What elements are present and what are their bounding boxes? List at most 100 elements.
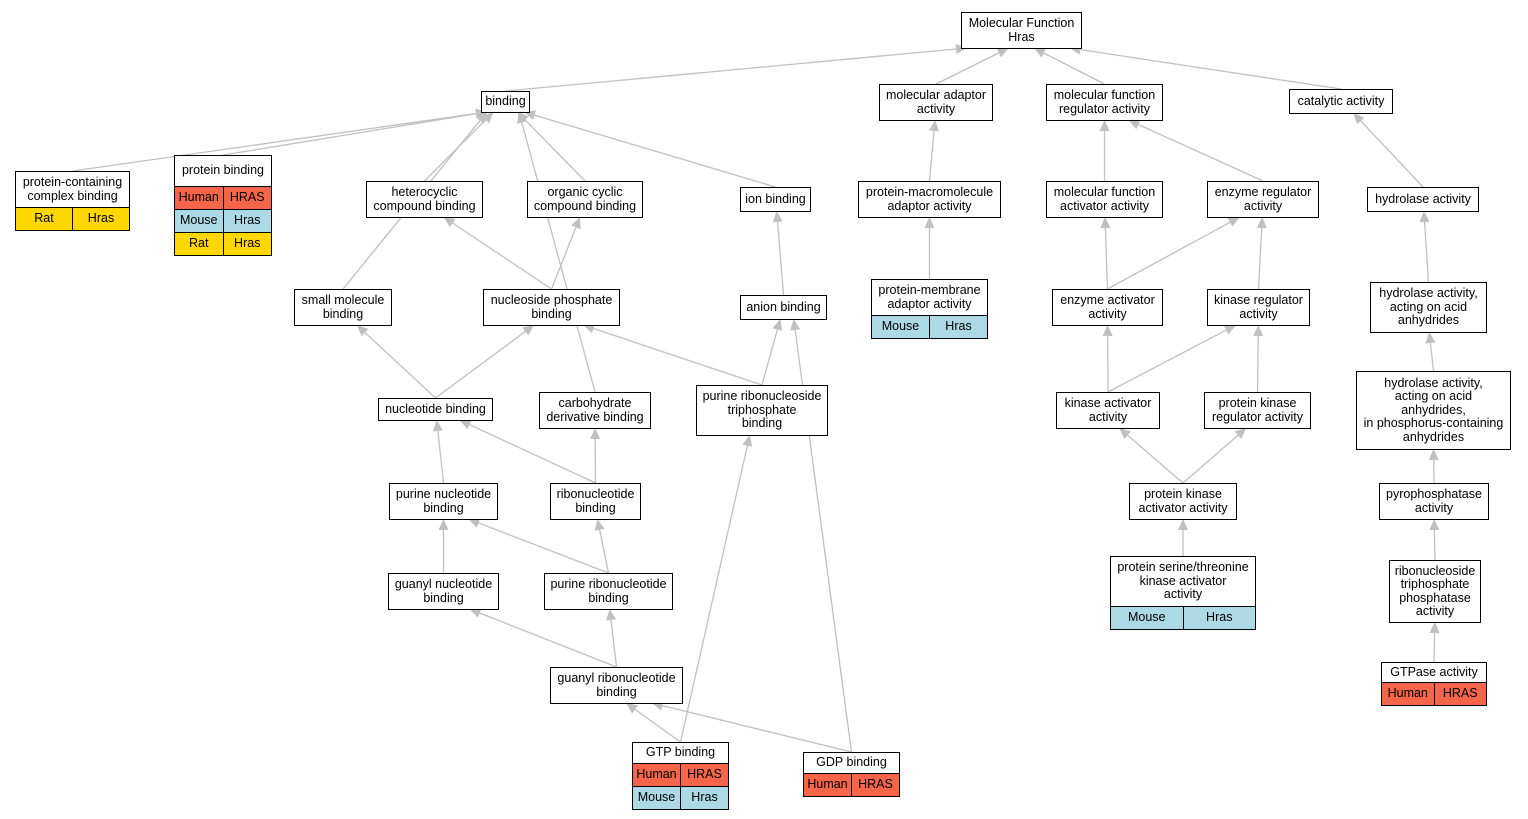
go-term-label: catalytic activity: [1297, 93, 1385, 108]
edge-arrowhead: [1425, 332, 1436, 344]
go-term-node-kinase-act[interactable]: kinase activator activity: [1056, 392, 1160, 429]
go-term-node-hydrolase[interactable]: hydrolase activity: [1367, 187, 1479, 212]
edge-line-ribonucleotide-to-nucleotide: [469, 424, 596, 484]
go-term-node-heterocyclic[interactable]: heterocyclic compound binding: [366, 181, 483, 218]
go-term-node-ser-thr[interactable]: protein serine/threonine kinase activato…: [1110, 556, 1256, 630]
edge-line-kinase-reg-to-enzyme-reg: [1257, 227, 1263, 290]
go-term-node-mf-hras[interactable]: Molecular Function Hras: [961, 12, 1082, 49]
go-term-node-mf-activator[interactable]: molecular function activator activity: [1046, 181, 1163, 218]
go-term-label: GDP binding: [816, 755, 887, 770]
go-term-node-enzyme-reg[interactable]: enzyme regulator activity: [1207, 181, 1319, 218]
go-term-label: kinase activator activity: [1064, 396, 1152, 424]
edge-line-carb-deriv-to-binding: [521, 122, 596, 393]
go-term-label: molecular adaptor activity: [885, 88, 987, 116]
go-term-node-hydro-phos[interactable]: hydrolase activity, acting on acid anhyd…: [1356, 371, 1511, 450]
edge-arrowhead: [1102, 325, 1113, 337]
go-term-node-purine-nt[interactable]: purine nucleotide binding: [389, 483, 498, 520]
go-term-node-guanyl-nt[interactable]: guanyl nucleotide binding: [388, 573, 499, 610]
go-term-label: protein kinase regulator activity: [1211, 396, 1303, 424]
gene-symbol-cell: Hras: [72, 208, 129, 230]
go-term-label: ribonucleotide binding: [556, 487, 635, 515]
gene-symbol-cell: HRAS: [851, 774, 899, 796]
go-term-label: nucleotide binding: [385, 401, 486, 416]
edge-line-mol-adaptor-to-mf-hras: [935, 52, 1000, 85]
go-term-node-ribonucleotide[interactable]: ribonucleotide binding: [550, 483, 641, 520]
go-term-node-mol-adaptor[interactable]: molecular adaptor activity: [879, 84, 993, 121]
go-term-node-hydro-acid[interactable]: hydrolase activity, acting on acid anhyd…: [1370, 282, 1487, 333]
go-term-node-catalytic[interactable]: catalytic activity: [1289, 89, 1393, 114]
go-term-node-purine-rnstp[interactable]: purine ribonucleoside triphosphate bindi…: [696, 385, 828, 436]
edge-line-gdp-to-guanyl-rnt: [662, 704, 852, 753]
edge-arrowhead: [1119, 428, 1131, 439]
go-term-label: ion binding: [745, 191, 806, 206]
go-term-node-purine-rnt[interactable]: purine ribonucleotide binding: [544, 573, 673, 610]
go-term-node-mf-regulator[interactable]: molecular function regulator activity: [1046, 84, 1163, 121]
go-term-label: enzyme regulator activity: [1214, 185, 1312, 213]
go-term-node-nucleotide[interactable]: nucleotide binding: [378, 398, 493, 421]
go-term-node-organic-cyclic[interactable]: organic cyclic compound binding: [527, 181, 643, 218]
edge-line-enzyme-reg-to-mf-regulator: [1138, 123, 1264, 182]
edge-line-anion-to-ion-binding: [776, 221, 785, 296]
go-term-node-prot-macro[interactable]: protein-macromolecule adaptor activity: [858, 181, 1001, 218]
edge-line-nucleotide-to-small-mol: [364, 332, 436, 399]
go-term-node-guanyl-rnt[interactable]: guanyl ribonucleotide binding: [550, 667, 683, 704]
edge-line-prot-kinase-act-to-prot-kinase-reg: [1182, 434, 1239, 484]
go-term-node-nucleoside-p[interactable]: nucleoside phosphate binding: [483, 289, 620, 326]
go-term-node-pyrophosphatase[interactable]: pyrophosphatase activity: [1379, 483, 1489, 520]
go-term-label: GTPase activity: [1390, 664, 1478, 679]
go-term-node-binding[interactable]: binding: [481, 91, 530, 113]
edge-line-nucleoside-p-to-organic-cyclic: [550, 226, 577, 290]
go-term-label: protein binding: [181, 163, 264, 178]
gene-symbol-cell: Hras: [222, 210, 272, 232]
go-term-label: hydrolase activity, acting on acid anhyd…: [1363, 375, 1504, 444]
edge-line-nucleoside-p-to-heterocyclic: [452, 222, 552, 290]
go-term-node-anion[interactable]: anion binding: [740, 295, 827, 320]
species-name-cell: Mouse: [881, 319, 920, 334]
edge-arrowhead: [482, 112, 494, 124]
go-term-node-carb-deriv[interactable]: carbohydrate derivative binding: [539, 392, 651, 429]
edge-arrowhead: [1429, 622, 1440, 634]
go-term-node-prot-kinase-act[interactable]: protein kinase activator activity: [1129, 483, 1237, 520]
edge-arrowhead: [1234, 428, 1247, 439]
go-term-label: pyrophosphatase activity: [1386, 487, 1482, 515]
edge-line-gtp-to-purine-rnstp: [679, 445, 748, 743]
edge-line-hydrolase-to-catalytic: [1360, 120, 1424, 188]
go-term-node-prot-kinase-reg[interactable]: protein kinase regulator activity: [1204, 392, 1311, 429]
edge-arrowhead: [626, 703, 638, 714]
go-term-node-rntp-phosphatase[interactable]: ribonucleoside triphosphate phosphatase …: [1389, 560, 1481, 623]
edge-arrowhead: [522, 325, 535, 336]
go-term-node-enzyme-act[interactable]: enzyme activator activity: [1052, 289, 1163, 326]
go-term-label: purine ribonucleoside triphosphate bindi…: [702, 389, 822, 431]
edge-line-prot-kinase-reg-to-kinase-reg: [1256, 335, 1259, 393]
edge-arrowhead: [1227, 217, 1240, 227]
edge-arrowhead: [516, 112, 527, 124]
edge-arrowhead: [606, 609, 616, 621]
edge-arrowhead: [1178, 519, 1188, 530]
go-term-label: binding: [485, 94, 526, 109]
go-term-node-small-mol[interactable]: small molecule binding: [294, 289, 392, 326]
edge-arrowhead: [1033, 48, 1047, 58]
go-term-node-ion-binding[interactable]: ion binding: [740, 187, 811, 212]
go-term-label: purine nucleotide binding: [395, 487, 492, 515]
gene-symbol-cell: Hras: [929, 316, 987, 338]
gene-symbol-cell: HRAS: [680, 764, 728, 786]
edge-arrowhead: [459, 420, 472, 430]
edge-line-guanyl-rnt-to-purine-rnt: [610, 619, 618, 668]
species-annotation-row: Mouse Hras: [872, 315, 987, 338]
edge-arrowhead: [583, 323, 596, 334]
go-term-node-kinase-reg[interactable]: kinase regulator activity: [1207, 289, 1310, 326]
edge-line-catalytic-to-mf-hras: [1080, 48, 1342, 90]
edge-arrowhead: [1223, 325, 1236, 335]
